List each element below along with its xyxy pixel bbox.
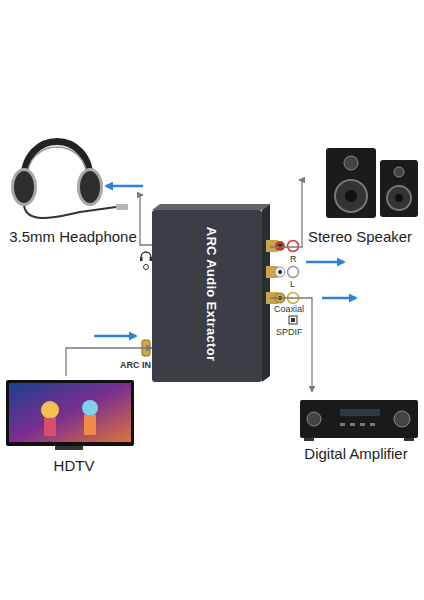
rca-jacks: [266, 240, 285, 304]
tv-frame: [6, 380, 134, 446]
jack-red: [275, 241, 285, 251]
tweeter: [344, 156, 358, 170]
signal-wire: [140, 195, 152, 245]
jack-icon-hole: [144, 265, 149, 270]
tweeter: [394, 167, 404, 177]
tv-screen: [9, 383, 131, 442]
plug: [116, 204, 128, 210]
extractor-box: ARC Audio Extractor: [152, 206, 270, 382]
port-ring: [288, 241, 299, 252]
direction-arrow: [306, 261, 344, 264]
spdif-port-icon: [289, 316, 297, 324]
signal-wire: [270, 180, 302, 247]
screen-figure: [41, 401, 59, 419]
woofer-cap: [345, 190, 357, 202]
speaker-cabinet: [380, 160, 418, 217]
device-label: HDTV: [3, 457, 145, 474]
device-label: Digital Amplifier: [291, 445, 421, 462]
signal-wire: [270, 298, 312, 392]
amp-foot: [304, 438, 314, 441]
extractor-picture: [140, 204, 299, 382]
ear-cup: [14, 171, 34, 203]
screen-figure: [84, 415, 96, 435]
tv-stand: [55, 446, 83, 450]
channel-label: R: [290, 255, 297, 264]
jack-hole: [278, 270, 282, 274]
headphone-picture: [11, 142, 128, 219]
channel-label: L: [290, 280, 295, 289]
cable: [24, 206, 116, 218]
amp-knob: [307, 412, 321, 426]
speaker-device: Stereo Speaker: [299, 145, 421, 247]
amp-button: [360, 423, 365, 426]
amp-button: [370, 423, 375, 426]
headband-trim: [27, 147, 87, 180]
device-label: 3.5mm Headphone: [3, 228, 143, 245]
amp-foot: [404, 438, 414, 441]
amp-body: [300, 400, 418, 438]
woofer: [335, 180, 367, 212]
direction-arrow: [94, 335, 136, 338]
amp-knob: [394, 411, 410, 427]
amp-button: [350, 423, 355, 426]
speaker-picture: [326, 148, 418, 218]
tv-device: HDTV: [3, 376, 145, 476]
jack-white: [275, 267, 285, 277]
port-label: SPDIF: [276, 328, 303, 337]
headphone-jack-icon: [140, 252, 152, 270]
amplifier-device: Digital Amplifier: [291, 392, 421, 464]
device-label: Stereo Speaker: [299, 228, 421, 245]
screen-figure: [82, 400, 98, 416]
port-label: ARC IN: [120, 361, 151, 370]
tv-picture: [6, 380, 134, 450]
device-front: [152, 210, 262, 382]
ear-cup-ring: [11, 168, 37, 206]
device-top: [152, 204, 270, 210]
ear-cup: [80, 171, 100, 203]
speaker-cabinet: [326, 148, 376, 218]
ear-cup-ring: [77, 168, 103, 206]
direction-arrow: [106, 185, 143, 188]
amplifier-picture: [300, 400, 418, 441]
device-label: ARC Audio Extractor: [204, 227, 219, 362]
port-ring: [288, 267, 299, 278]
jack-icon-cup: [140, 257, 143, 261]
woofer-cap: [395, 194, 403, 202]
port-label: Coaxial: [274, 305, 304, 314]
woofer: [387, 186, 411, 210]
direction-arrows: [94, 186, 356, 336]
amp-display: [340, 409, 380, 416]
signal-wire: [66, 348, 152, 376]
direction-arrow: [322, 297, 356, 300]
amp-button: [340, 423, 345, 426]
jack-icon-cup: [150, 257, 153, 261]
headphone-device: 3.5mm Headphone: [3, 135, 143, 247]
screen-figure: [44, 418, 56, 436]
spdif-port-core: [291, 318, 295, 322]
